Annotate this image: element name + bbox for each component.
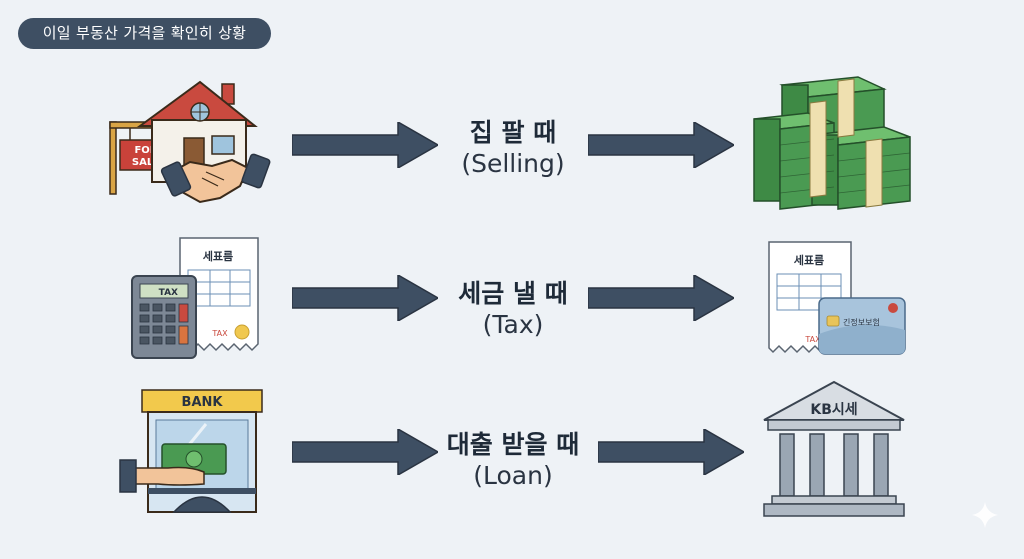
arrow-right-icon xyxy=(598,429,744,475)
bank-sign: BANK xyxy=(182,395,224,410)
money-stacks-icon xyxy=(753,76,911,210)
building-sign: KB시세 xyxy=(810,402,857,418)
sign-text-for: FOR xyxy=(134,145,157,156)
doc-tax: TAX xyxy=(211,329,228,338)
arrow-right-icon xyxy=(588,122,734,168)
doc2-tax: TAX xyxy=(804,335,821,344)
doc-title: 세표름 xyxy=(203,249,233,263)
arrow-right-icon xyxy=(292,429,438,475)
sparkle-icon xyxy=(972,502,998,528)
label-en: (Selling) xyxy=(461,149,565,178)
tax-document-card-icon: 세표름 TAX 긴정보보험 xyxy=(768,241,906,355)
calc-display: TAX xyxy=(159,288,178,298)
bank-teller-cash-icon: BANK xyxy=(119,389,263,513)
kb-building-icon: KB시세 xyxy=(763,380,905,517)
label-en: (Loan) xyxy=(473,461,553,490)
label-tax: 세금 낼 때 (Tax) xyxy=(413,279,613,341)
arrow-right-icon xyxy=(292,122,438,168)
label-ko: 세금 낼 때 xyxy=(458,279,568,308)
calculator-tax-document-icon: 세표름 TAX TAX xyxy=(131,237,259,359)
label-loan: 대출 받을 때 (Loan) xyxy=(413,430,613,492)
label-ko: 집 팔 때 xyxy=(469,118,557,147)
card-text: 긴정보보험 xyxy=(843,317,880,327)
arrow-right-icon xyxy=(588,275,734,321)
doc2-title: 세표름 xyxy=(794,253,824,267)
label-en: (Tax) xyxy=(482,310,544,339)
house-for-sale-handshake-icon: FOR SALE xyxy=(109,80,271,204)
arrow-right-icon xyxy=(292,275,438,321)
sign-text-sale: SALE xyxy=(132,157,160,168)
header-badge: 이일 부동산 가격을 확인히 상황 xyxy=(18,18,271,49)
label-ko: 대출 받을 때 xyxy=(446,430,580,459)
label-selling: 집 팔 때 (Selling) xyxy=(413,118,613,180)
